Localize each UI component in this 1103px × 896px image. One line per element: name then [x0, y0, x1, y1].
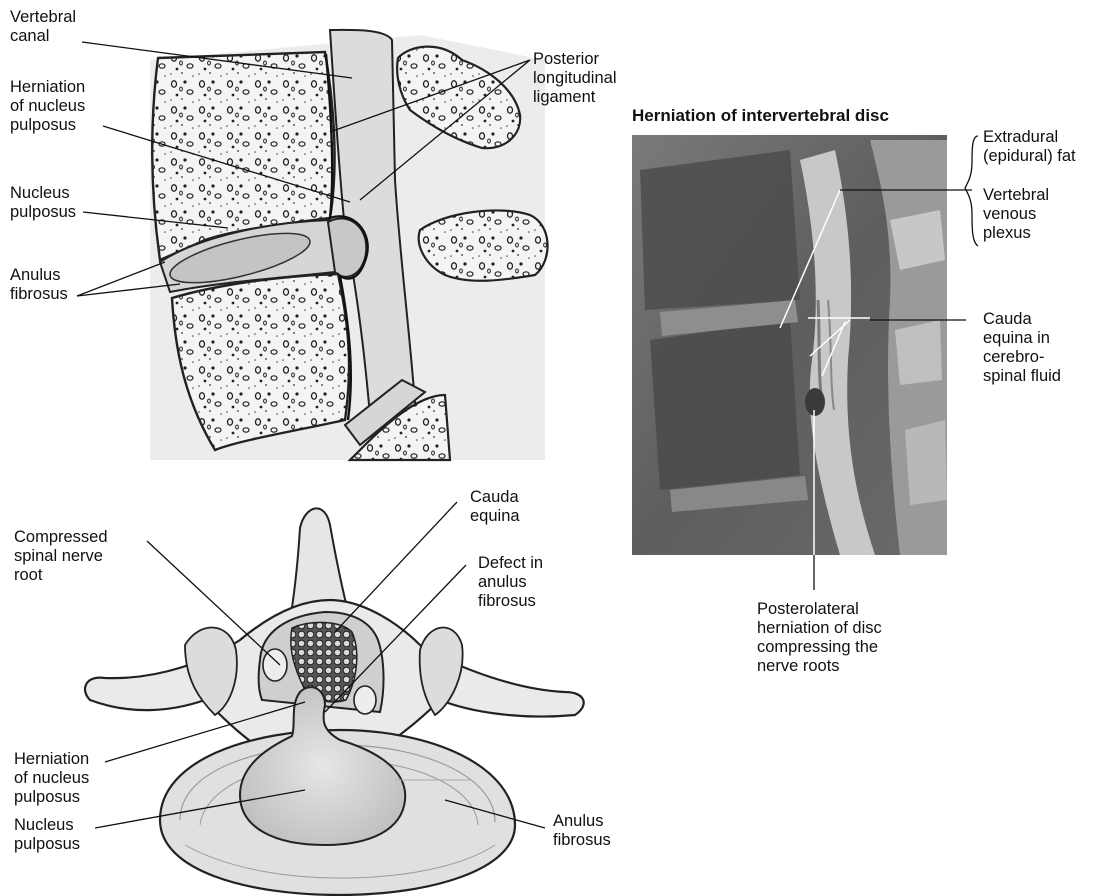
label-posterior-longitudinal-ligament: Posterior longitudinal ligament: [533, 50, 616, 107]
label-herniation-nucleus-sagittal: Herniation of nucleus pulposus: [10, 78, 85, 135]
label-nucleus-pulposus-axial: Nucleus pulposus: [14, 816, 80, 854]
label-vertebral-canal: Vertebral canal: [10, 8, 76, 46]
mri-image: [632, 135, 947, 555]
label-herniation-nucleus-axial: Herniation of nucleus pulposus: [14, 750, 89, 807]
label-compressed-nerve-root: Compressed spinal nerve root: [14, 528, 108, 585]
label-cauda-equina-axial: Cauda equina: [470, 488, 520, 526]
label-cauda-equina-csf: Cauda equina in cerebro- spinal fluid: [983, 310, 1061, 386]
articular-process-lower: [419, 210, 548, 280]
label-defect-anulus: Defect in anulus fibrosus: [478, 554, 543, 611]
label-anulus-fibrosus-sagittal: Anulus fibrosus: [10, 266, 68, 304]
label-posterolateral-herniation: Posterolateral herniation of disc compre…: [757, 600, 882, 676]
label-extradural-fat: Extradural (epidural) fat: [983, 128, 1076, 166]
label-anulus-fibrosus-axial: Anulus fibrosus: [553, 812, 611, 850]
label-vertebral-venous-plexus: Vertebral venous plexus: [983, 186, 1049, 243]
mri-title: Herniation of intervertebral disc: [632, 106, 889, 126]
label-nucleus-pulposus-sagittal: Nucleus pulposus: [10, 184, 76, 222]
